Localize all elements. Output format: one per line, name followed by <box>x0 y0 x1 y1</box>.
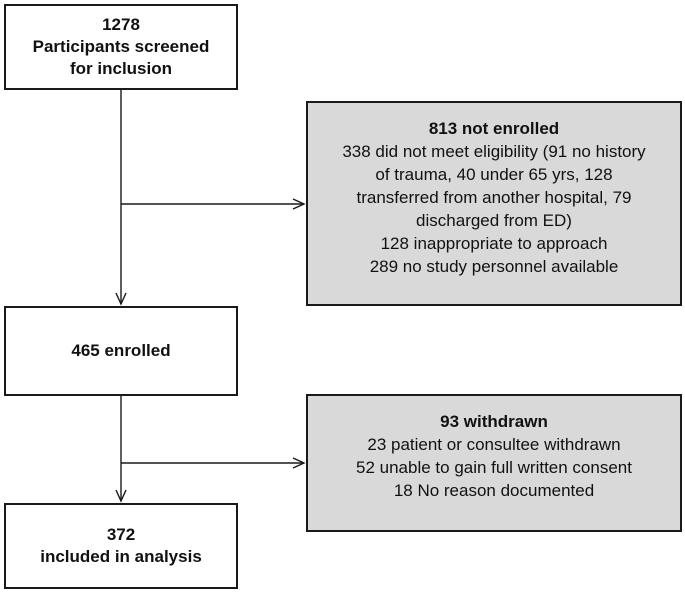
not-enrolled-box: 813 not enrolled 338 did not meet eligib… <box>306 101 682 306</box>
withdrawn-reason-line: 23 patient or consultee withdrawn <box>367 435 621 454</box>
enrolled-box: 465 enrolled <box>4 306 238 396</box>
screened-count: 1278 <box>102 15 140 34</box>
screened-label-line-1: Participants screened <box>32 37 210 56</box>
screened-label-line-2: for inclusion <box>70 59 172 78</box>
screened-box: 1278 Participants screened for inclusion <box>4 4 238 90</box>
not-enrolled-reason-line: 289 no study personnel available <box>369 257 619 276</box>
not-enrolled-reason-line: 338 did not meet eligibility (91 no hist… <box>342 142 646 161</box>
enrolled-title: 465 enrolled <box>71 341 171 360</box>
not-enrolled-title: 813 not enrolled <box>428 119 560 138</box>
withdrawn-title: 93 withdrawn <box>440 412 548 431</box>
withdrawn-box: 93 withdrawn 23 patient or consultee wit… <box>306 394 682 532</box>
not-enrolled-reason-line: discharged from ED) <box>416 211 572 230</box>
not-enrolled-reason-line: of trauma, 40 under 65 yrs, 128 <box>375 165 613 184</box>
not-enrolled-reason-line: transferred from another hospital, 79 <box>356 188 632 207</box>
analysis-box: 372 included in analysis <box>4 503 238 589</box>
analysis-count: 372 <box>106 525 136 544</box>
withdrawn-reason-line: 52 unable to gain full written consent <box>356 458 632 477</box>
withdrawn-reason-line: 18 No reason documented <box>393 481 595 500</box>
analysis-label: included in analysis <box>40 547 202 566</box>
not-enrolled-reason-line: 128 inappropriate to approach <box>380 234 608 253</box>
